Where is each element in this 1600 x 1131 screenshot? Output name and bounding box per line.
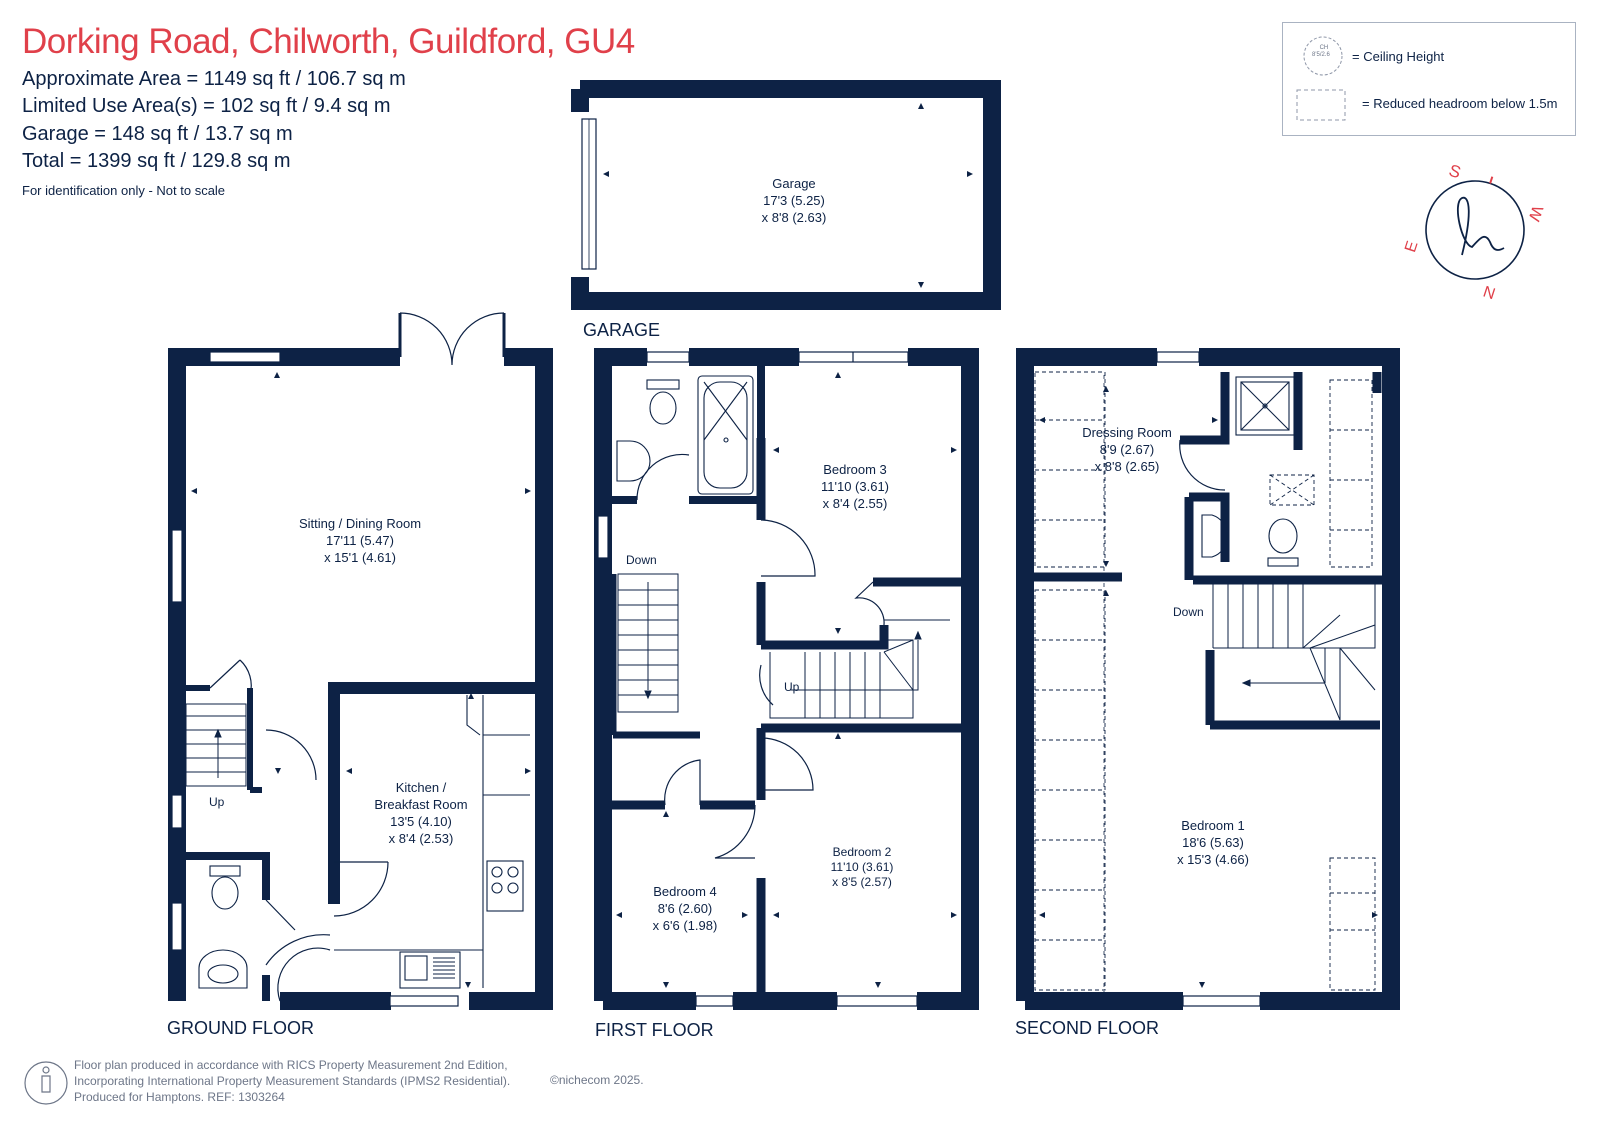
second-floor-plan (1016, 348, 1400, 1010)
kitchen-name1: Kitchen / (395, 780, 447, 795)
bedroom1-dim2: x 15'3 (4.66) (1177, 852, 1249, 867)
second-floor-label: SECOND FLOOR (1015, 1018, 1160, 1038)
bedroom4-dim2: x 6'6 (1.98) (652, 918, 718, 933)
bedroom3-dim1: 11'10 (3.61) (820, 479, 890, 494)
legend-box (1282, 22, 1576, 136)
ground-floor-dimension-arrows (191, 372, 531, 988)
ceiling-badge-line2: 8'5/2.6 (1312, 52, 1330, 58)
first-stairs-up: Up (784, 680, 800, 694)
second-stairs-down: Down (1173, 605, 1204, 619)
dressing-dim2: x 8'8 (2.65) (1094, 459, 1160, 474)
garage-dimension-arrows (603, 103, 973, 288)
garage-dim2: x 8'8 (2.63) (761, 210, 827, 225)
kitchen-name2: Breakfast Room (374, 797, 468, 812)
ceiling-height-badge: CH 8'5/2.6 (1312, 45, 1330, 59)
footer-line3: Produced for Hamptons. REF: 1303264 (74, 1090, 285, 1104)
bedroom2-dim2: x 8'5 (2.57) (832, 875, 892, 889)
first-floor-down-stairs (617, 573, 679, 713)
bedroom4-dim1: 8'6 (2.60) (657, 901, 713, 916)
bedroom2-label: Bedroom 2 11'10 (3.61) x 8'5 (2.57) (831, 845, 894, 890)
approximate-area: Approximate Area = 1149 sq ft / 106.7 sq… (22, 68, 406, 90)
garage-dim1: 17'3 (5.25) (763, 193, 825, 208)
bedroom3-name: Bedroom 3 (823, 462, 887, 477)
bedroom1-name: Bedroom 1 (1181, 818, 1245, 833)
first-floor-bathroom-fittings (616, 375, 754, 495)
bedroom2-name: Bedroom 2 (832, 845, 892, 859)
ground-floor-label: GROUND FLOOR (167, 1018, 315, 1038)
second-floor-dimension-arrows (1039, 386, 1378, 988)
kitchen-fittings (334, 695, 530, 989)
kitchen-dim1: 13'5 (4.10) (390, 814, 452, 829)
footer-copyright: ©nichecom 2025. (550, 1073, 644, 1087)
dressing-dim1: 8'9 (2.67) (1099, 442, 1155, 457)
bedroom1-label: Bedroom 1 18'6 (5.63) x 15'3 (4.66) (1177, 817, 1249, 868)
kitchen-label: Kitchen / Breakfast Room 13'5 (4.10) x 8… (374, 779, 467, 847)
legend-ceiling-label: = Ceiling Height (1352, 49, 1445, 64)
reduced-headroom-areas (1034, 371, 1376, 991)
footer-line1: Floor plan produced in accordance with R… (74, 1058, 508, 1072)
footer-statement: Floor plan produced in accordance with R… (74, 1057, 510, 1105)
footer-line2: Incorporating International Property Mea… (74, 1074, 511, 1088)
ceiling-badge-line1: CH (1319, 45, 1329, 51)
second-floor-ensuite-fittings (1201, 376, 1299, 567)
ground-floor-plan (168, 312, 553, 1010)
bedroom2-dim1: 11'10 (3.61) (830, 860, 894, 874)
total-area: Total = 1399 sq ft / 129.8 sq m (22, 150, 291, 172)
bedroom4-name: Bedroom 4 (653, 884, 717, 899)
first-floor-up-stairs (769, 619, 950, 719)
legend-icons (1296, 36, 1346, 121)
property-address-title: Dorking Road, Chilworth, Guildford, GU4 (22, 22, 635, 61)
bedroom4-label: Bedroom 4 8'6 (2.60) x 6'6 (1.98) (653, 883, 718, 934)
sitting-dim1: 17'11 (5.47) (325, 533, 394, 548)
sitting-dining-label: Sitting / Dining Room 17'11 (5.47) x 15'… (299, 515, 421, 566)
bedroom3-label: Bedroom 3 11'10 (3.61) x 8'4 (2.55) (821, 461, 889, 512)
garage-floor-label: GARAGE (583, 320, 661, 340)
sitting-dim2: x 15'1 (4.61) (324, 550, 396, 565)
garage-room-label: Garage 17'3 (5.25) x 8'8 (2.63) (762, 175, 827, 226)
kitchen-dim2: x 8'4 (2.53) (388, 831, 454, 846)
legend-reduced-label: = Reduced headroom below 1.5m (1362, 96, 1558, 111)
first-floor-label: FIRST FLOOR (595, 1020, 714, 1040)
bedroom3-dim2: x 8'4 (2.55) (822, 496, 888, 511)
scale-note: For identification only - Not to scale (22, 183, 226, 198)
compass-icon (1425, 176, 1525, 280)
sitting-name: Sitting / Dining Room (298, 516, 422, 531)
first-floor-dimension-arrows (616, 372, 957, 988)
dressing-room-label: Dressing Room 8'9 (2.67) x 8'8 (2.65) (1082, 424, 1172, 475)
garage-name: Garage (772, 176, 816, 191)
bedroom1-dim1: 18'6 (5.63) (1182, 835, 1244, 850)
dressing-name: Dressing Room (1082, 425, 1172, 440)
ground-floor-stairs (185, 703, 247, 787)
ground-floor-wc (198, 865, 248, 989)
garage-plan (571, 80, 1001, 310)
first-floor-plan (594, 348, 979, 1010)
accessibility-icon (24, 1061, 68, 1105)
second-floor-stairs (1212, 583, 1376, 721)
limited-use-area: Limited Use Area(s) = 102 sq ft / 9.4 sq… (22, 95, 391, 117)
ground-stairs-up: Up (209, 795, 225, 809)
garage-area: Garage = 148 sq ft / 13.7 sq m (22, 123, 293, 145)
first-stairs-down: Down (626, 553, 657, 567)
